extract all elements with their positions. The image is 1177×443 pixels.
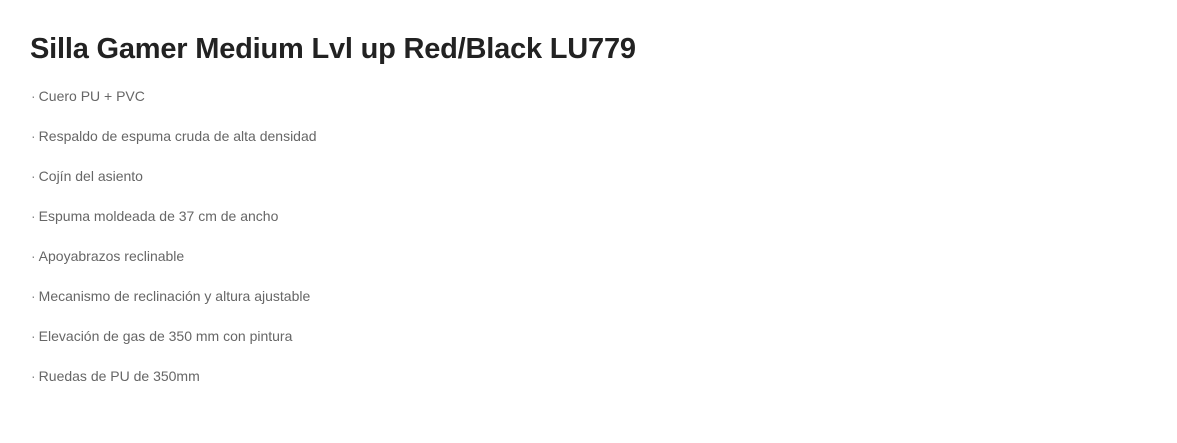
feature-text: Cojín del asiento — [38, 168, 143, 184]
feature-text: Apoyabrazos reclinable — [38, 248, 185, 264]
bullet-icon: · — [31, 168, 36, 184]
feature-text: Respaldo de espuma cruda de alta densida… — [38, 128, 317, 144]
feature-item: ·Cojín del asiento — [31, 166, 317, 206]
feature-item: ·Espuma moldeada de 37 cm de ancho — [31, 206, 317, 246]
bullet-icon: · — [31, 288, 36, 304]
feature-item: ·Elevación de gas de 350 mm con pintura — [31, 326, 317, 366]
feature-list: ·Cuero PU + PVC ·Respaldo de espuma crud… — [31, 86, 317, 406]
bullet-icon: · — [31, 88, 36, 104]
product-title: Silla Gamer Medium Lvl up Red/Black LU77… — [30, 33, 636, 65]
bullet-icon: · — [31, 248, 36, 264]
feature-text: Espuma moldeada de 37 cm de ancho — [38, 208, 279, 224]
feature-item: ·Cuero PU + PVC — [31, 86, 317, 126]
bullet-icon: · — [31, 368, 36, 384]
feature-item: ·Apoyabrazos reclinable — [31, 246, 317, 286]
feature-text: Cuero PU + PVC — [38, 88, 145, 104]
bullet-icon: · — [31, 208, 36, 224]
feature-item: ·Ruedas de PU de 350mm — [31, 366, 317, 406]
bullet-icon: · — [31, 128, 36, 144]
feature-item: ·Respaldo de espuma cruda de alta densid… — [31, 126, 317, 166]
bullet-icon: · — [31, 328, 36, 344]
feature-text: Mecanismo de reclinación y altura ajusta… — [38, 288, 311, 304]
feature-item: ·Mecanismo de reclinación y altura ajust… — [31, 286, 317, 326]
feature-text: Elevación de gas de 350 mm con pintura — [38, 328, 293, 344]
feature-text: Ruedas de PU de 350mm — [38, 368, 200, 384]
